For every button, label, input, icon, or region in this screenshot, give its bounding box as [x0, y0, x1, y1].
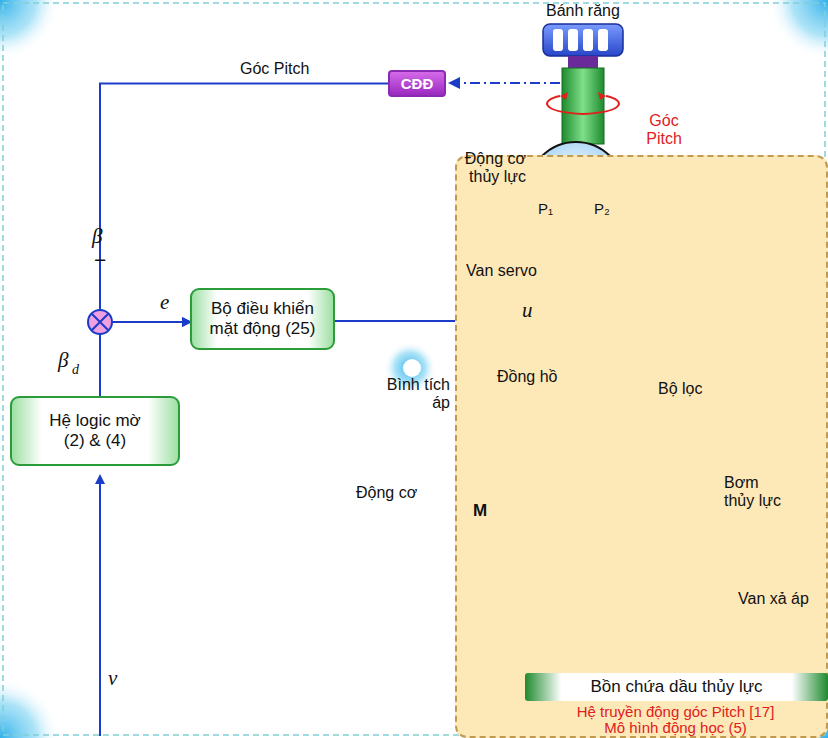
part-label: Động cơ: [356, 484, 417, 502]
part-label: Bơm thủy lực: [724, 474, 790, 511]
part-label: Van xả áp: [738, 590, 809, 608]
part-label: Bánh răng: [546, 2, 620, 20]
node-text: Bồn chứa dầu thủy lực: [590, 677, 762, 697]
oil-tank-bar: Bồn chứa dầu thủy lực: [525, 673, 828, 701]
pitch-drive-panel: Hệ truyền động góc Pitch [17]Mô hình độn…: [455, 155, 828, 738]
panel-caption: Mô hình động học (5): [525, 720, 826, 736]
signal-name: e: [160, 290, 169, 314]
signal-name: β: [92, 224, 102, 248]
port-label: P₁: [538, 200, 553, 217]
controller-box: Bộ điều khiển mặt động (25): [190, 288, 335, 350]
signal-connector: [100, 84, 388, 323]
fuzzy-logic-box: Hệ logic mờ (2) & (4): [10, 396, 180, 466]
node-text: CĐĐ: [401, 75, 434, 92]
node-text: Hệ logic mờ (2) & (4): [39, 411, 151, 450]
edge-label: u: [522, 298, 533, 322]
part-label: Bộ lọc: [658, 380, 702, 398]
panel-caption: Hệ truyền động góc Pitch [17]: [525, 704, 826, 720]
sensor-box: CĐĐ: [388, 70, 446, 97]
angle-label: Góc Pitch: [636, 112, 692, 149]
signal-name: v: [108, 666, 117, 690]
part-label: Bình tích áp: [380, 376, 450, 413]
motor-symbol-letter: M: [470, 501, 490, 521]
signal-subscript: d: [72, 362, 79, 378]
node-text: Bộ điều khiển mặt động (25): [200, 299, 325, 338]
port-label: P₂: [594, 200, 610, 217]
sign-label: −: [94, 248, 106, 272]
part-label: Đồng hồ: [497, 368, 558, 386]
part-label: Van servo: [466, 262, 537, 280]
signal-name: β: [58, 348, 68, 372]
edge-label: Góc Pitch: [240, 60, 309, 78]
signal-connector: [100, 322, 190, 396]
part-label: Động cơ thủy lực: [458, 150, 526, 187]
